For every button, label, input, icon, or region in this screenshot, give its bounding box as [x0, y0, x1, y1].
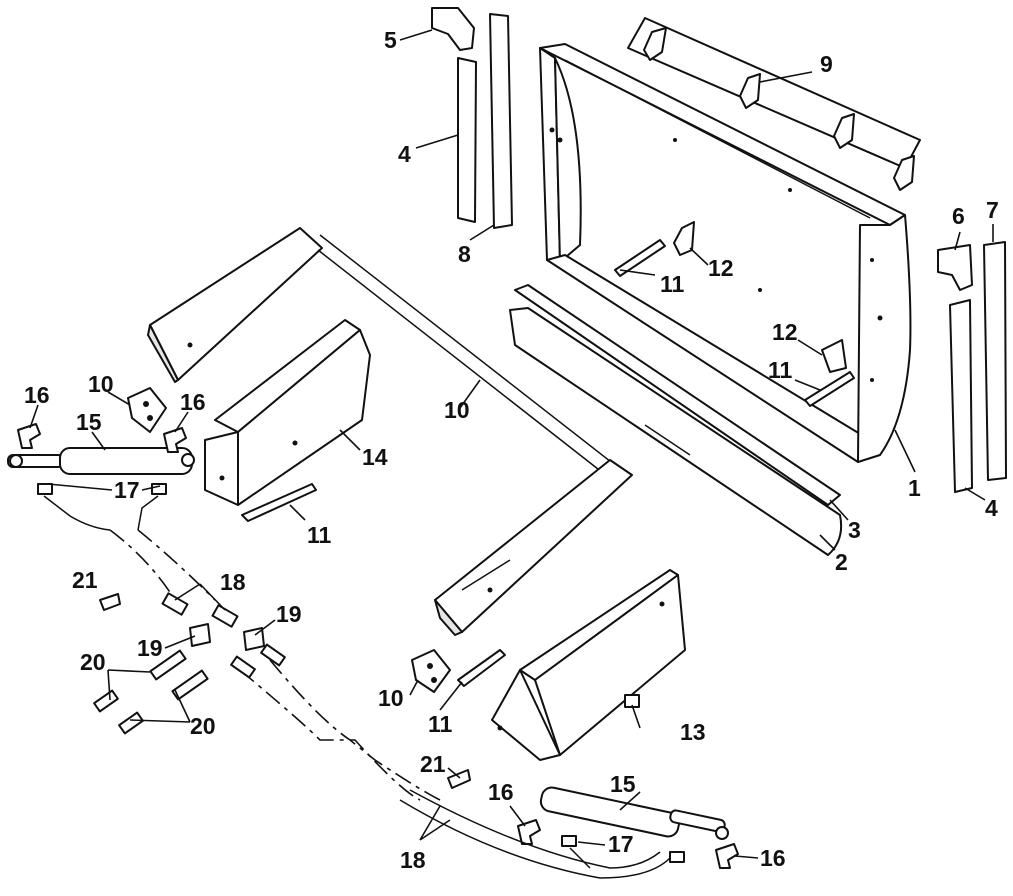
part-15-cylinder-left	[7, 447, 195, 475]
part-2-rail-cover	[509, 307, 843, 556]
part-17-fitting-a	[37, 483, 53, 495]
callout-5: 5	[384, 27, 397, 53]
callout-16: 16	[488, 779, 514, 805]
part-15-cylinder-right	[539, 786, 729, 840]
callout-19: 19	[137, 635, 163, 661]
part-5-bracket-right	[937, 244, 973, 291]
callout-11: 11	[307, 522, 332, 548]
callout-12: 12	[708, 255, 734, 281]
callout-15: 15	[76, 409, 102, 435]
callout-11: 11	[660, 271, 685, 297]
callout-21: 21	[72, 567, 98, 593]
part-18-hose-ends	[161, 592, 239, 628]
part-17-fitting-d	[669, 851, 685, 863]
part-11-pin-right-mount	[457, 649, 506, 687]
callout-4: 4	[398, 141, 411, 167]
part-5-bracket-left	[431, 7, 475, 51]
part-7-strap-left	[489, 13, 513, 229]
part-17-fitting-b	[151, 483, 167, 495]
callout-1: 1	[908, 475, 921, 501]
callout-2: 2	[835, 549, 848, 575]
part-1-main-frame	[539, 43, 912, 463]
part-10-pivot-block-right	[411, 649, 451, 693]
part-9-boom	[147, 227, 633, 636]
part-12-bracket-lower	[821, 339, 847, 373]
callout-14: 14	[362, 444, 388, 470]
callout-21: 21	[420, 751, 446, 777]
leader-lines	[29, 29, 994, 859]
callout-18: 18	[220, 569, 246, 595]
part-4-strap-left	[457, 57, 477, 223]
callout-13: 13	[680, 719, 706, 745]
part-16-pin-d	[715, 843, 739, 869]
callout-10: 10	[88, 371, 114, 397]
part-3-rail	[514, 284, 841, 506]
callout-11: 11	[428, 711, 453, 737]
callout-17: 17	[114, 477, 140, 503]
callout-17: 17	[608, 831, 634, 857]
callout-10: 10	[378, 685, 404, 711]
callout-16: 16	[180, 389, 206, 415]
part-8-top-cover	[627, 17, 921, 191]
callout-7: 8	[458, 241, 471, 267]
callout-8: 9	[820, 51, 833, 77]
callout-labels: 5 4 8 9 11 12 12 11 1 3 2 4 6 7 10 14 11…	[24, 27, 999, 873]
part-12-bracket-upper	[673, 221, 695, 256]
part-16-pin-b	[163, 427, 187, 453]
callout-4: 4	[985, 495, 998, 521]
part-6-strap-right	[983, 241, 1007, 481]
callout-9: 10	[444, 397, 470, 423]
part-21-clamps	[99, 593, 471, 789]
callout-20: 20	[80, 649, 106, 675]
callout-3: 3	[848, 517, 861, 543]
callout-19: 19	[276, 601, 302, 627]
callout-16: 16	[760, 845, 786, 871]
part-11-pin-left-mount	[241, 483, 317, 522]
part-16-pin-a	[17, 423, 41, 449]
part-17-fitting-c	[561, 835, 577, 847]
callout-18: 18	[400, 847, 426, 873]
part-16-pin-c	[517, 819, 541, 845]
callout-6: 7	[986, 197, 999, 223]
callout-11: 11	[768, 357, 793, 383]
part-14-left-mount	[204, 319, 371, 506]
part-20-adapters	[93, 643, 286, 735]
callout-5: 6	[952, 203, 965, 229]
part-11-pin-upper	[614, 239, 666, 277]
part-19-tee-fittings	[189, 623, 265, 651]
part-4-strap-right	[949, 299, 973, 493]
part-10-pivot-block-left	[127, 387, 167, 433]
part-13-right-mount	[491, 569, 686, 761]
callout-16: 16	[24, 382, 50, 408]
callout-20: 20	[190, 713, 216, 739]
part-11-pin-lower	[804, 371, 855, 407]
callout-12: 12	[772, 319, 798, 345]
callout-15: 15	[610, 771, 636, 797]
